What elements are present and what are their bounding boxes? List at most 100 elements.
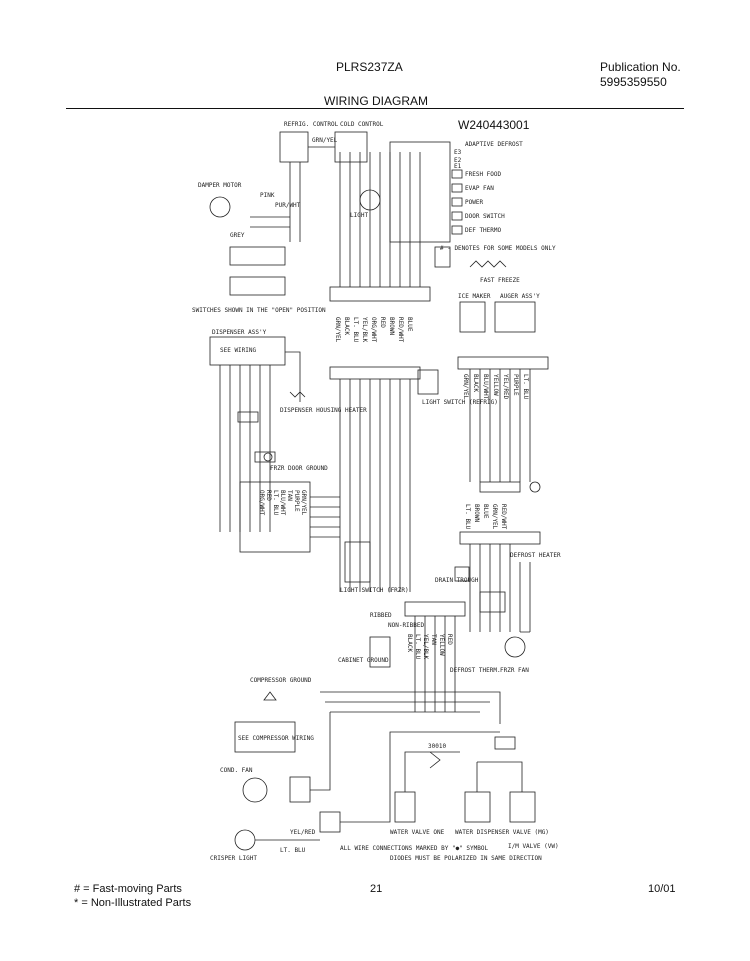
see-compressor-wiring-box <box>234 721 296 753</box>
wire-label: TAN <box>430 634 437 645</box>
label-evap-fan: EVAP FAN <box>465 185 494 192</box>
document-number: W240443001 <box>458 118 530 132</box>
label-adaptive-defrost: ADAPTIVE DEFROST <box>465 141 523 148</box>
wire-label: BLACK <box>406 634 413 652</box>
label-light-switch-refrig: LIGHT SWITCH (REFRIG) <box>422 399 498 406</box>
light-switch-frzr-box <box>344 541 371 583</box>
label-light: LIGHT <box>350 212 368 219</box>
ice-maker-box <box>459 301 486 333</box>
wire-label: RED <box>446 634 453 645</box>
wire-label: BLUE <box>406 317 413 332</box>
label-pink: PINK <box>260 192 275 199</box>
wire-label: LT. BLU <box>352 317 359 343</box>
label-code-30010: 30010 <box>428 743 446 750</box>
label-fresh-food: FRESH FOOD <box>465 171 502 178</box>
page-number: 21 <box>370 883 383 895</box>
refrig-control-box <box>279 131 309 163</box>
label-fast-freeze: FAST FREEZE <box>480 277 520 284</box>
wire-label: PURPLE <box>293 490 300 512</box>
legend-non-illustrated: * = Non-Illustrated Parts <box>74 897 192 909</box>
wire-label: GRN/YEL <box>462 374 469 400</box>
defrost-heater-symbol <box>519 562 531 633</box>
page-title: WIRING DIAGRAM <box>324 94 428 108</box>
label-refrig-control: REFRIG. CONTROL <box>284 121 339 128</box>
wire-label: ORG/WHT <box>370 317 377 343</box>
dispenser-assy-box <box>209 336 286 366</box>
publication-label: Publication No. <box>600 60 681 74</box>
header-rule <box>66 108 684 109</box>
label-im-valve: I/M VALVE (VW) <box>508 843 559 850</box>
wire-label: BROWN <box>473 504 480 522</box>
label-auger-assy: AUGER ASS'Y <box>500 293 540 300</box>
label-dispenser-heater: DISPENSER HOUSING HEATER <box>280 407 367 414</box>
wire-label: GRN/YEL <box>491 504 498 530</box>
wire-label: YELLOW <box>438 634 445 656</box>
label-non-ribbed: NON-RIBBED <box>388 622 425 629</box>
label-door-switch: DOOR SWITCH <box>465 213 505 220</box>
wire-label: LT. BLU <box>464 504 471 530</box>
damper-motor-symbol <box>209 196 231 218</box>
label-ribbed: RIBBED <box>370 612 392 619</box>
center-connector-top <box>329 366 421 380</box>
wire-label: YEL/BLK <box>422 634 429 660</box>
model-number: PLRS237ZA <box>336 60 403 74</box>
label-open-position: SWITCHES SHOWN IN THE "OPEN" POSITION <box>192 307 326 314</box>
wire-label: GRN/YEL <box>300 490 307 516</box>
label-cond-fan: COND. FAN <box>220 767 253 774</box>
wire-label: BLACK <box>472 374 479 392</box>
label-crisper-light: CRISPER LIGHT <box>210 855 257 862</box>
label-e1: E1 <box>454 163 462 170</box>
wire-label: BROWN <box>388 317 395 335</box>
wire-label: BLACK <box>343 317 350 335</box>
wire-label: GRN/YEL <box>334 317 341 343</box>
label-light-switch-frzr: LIGHT SWITCH (FRZR) <box>340 587 409 594</box>
publication-number: 5995359550 <box>600 75 667 89</box>
wire-label: BLUE <box>482 504 489 519</box>
label-defrost-therm: DEFROST THERM. <box>450 667 501 674</box>
label-lt-blu: LT. BLU <box>280 847 306 854</box>
revision-date: 10/01 <box>648 883 676 895</box>
label-frzr-fan: FRZR FAN <box>500 667 529 674</box>
wire-label: YEL/RED <box>502 374 509 400</box>
wire-label: BLU/WHT <box>279 490 286 516</box>
top-connector <box>329 286 431 302</box>
label-wire-connections: ALL WIRE CONNECTIONS MARKED BY "●" SYMBO… <box>340 845 488 852</box>
im-valve-box <box>509 791 536 823</box>
label-grey: GREY <box>230 232 245 239</box>
wire-label: ORG/WHT <box>258 490 265 516</box>
crisper-light-symbol <box>234 829 256 851</box>
label-dispenser-assy: DISPENSER ASS'Y <box>212 329 267 336</box>
label-ice-maker: ICE MAKER <box>458 293 491 300</box>
wire-label: RED <box>379 317 386 328</box>
parts-legend: # = Fast-moving Parts * = Non-Illustrate… <box>74 882 191 910</box>
label-defrost-heater: DEFROST HEATER <box>510 552 561 559</box>
label-pur-wht: PUR/WHT <box>275 202 301 209</box>
wire-label: LT. BLU <box>522 374 529 400</box>
label-diodes: DIODES MUST BE POLARIZED IN SAME DIRECTI… <box>390 855 542 862</box>
label-grn-yel: GRN/YEL <box>312 137 338 144</box>
water-valve-box <box>394 791 416 823</box>
wire-label: BLU/WHT <box>482 374 489 400</box>
wire-label: LT. BLU <box>272 490 279 516</box>
wire-label: YEL/BLK <box>361 317 368 343</box>
wire-label: RED/WHT <box>397 317 404 343</box>
compressor-ground-symbol <box>263 691 277 701</box>
legend-fast-moving: # = Fast-moving Parts <box>74 883 182 895</box>
label-compressor-ground: COMPRESSOR GROUND <box>250 677 312 684</box>
label-cold-control: COLD CONTROL <box>340 121 384 128</box>
wire-label: RED/WHT <box>500 504 507 530</box>
label-e3: E3 <box>454 149 462 156</box>
label-e2: E2 <box>454 157 462 164</box>
label-cabinet-ground: CABINET GROUND <box>338 657 389 664</box>
wire-label: RED <box>265 490 272 501</box>
label-drain-trough: DRAIN TROUGH <box>435 577 479 584</box>
label-water-valve: WATER VALVE ONE <box>390 829 445 836</box>
auger-assy-box <box>494 301 536 333</box>
cond-fan-symbol <box>242 777 268 803</box>
wire-label: PURPLE <box>512 374 519 396</box>
label-def-thermo: DEF THERMO <box>465 227 502 234</box>
